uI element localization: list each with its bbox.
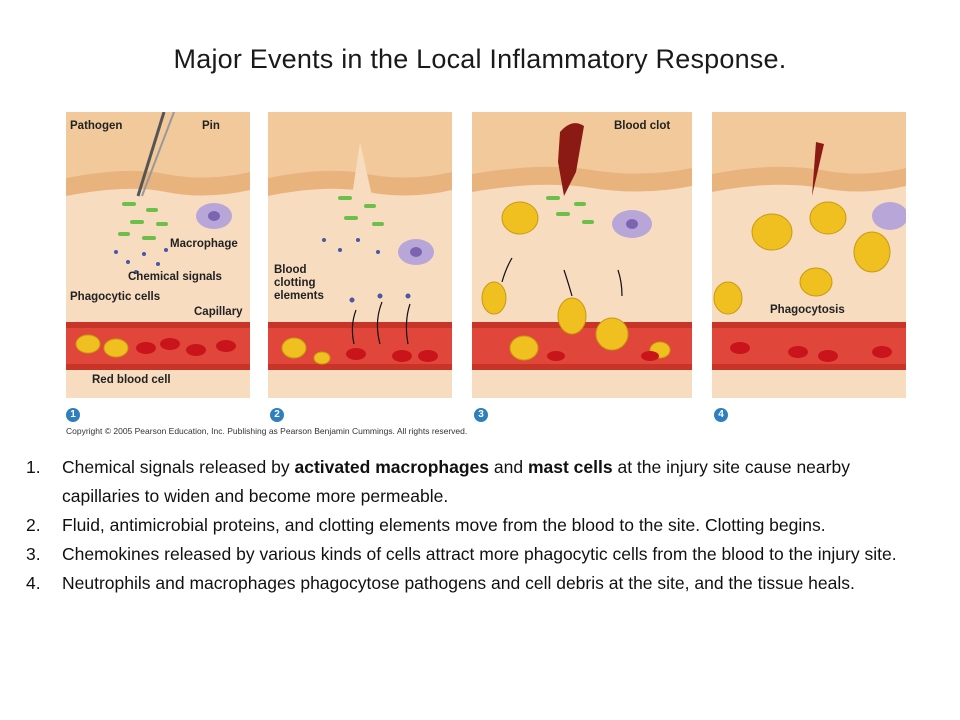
label-blood-clot: Blood clot: [614, 120, 671, 132]
panel-3-illustration: [472, 112, 692, 398]
step-number: 4.: [26, 573, 41, 593]
step-text: at the injury site cause nearby capillar…: [62, 457, 850, 506]
panel-2: [268, 112, 452, 398]
step-item: 3. Chemokines released by various kinds …: [26, 540, 926, 569]
step-text: and: [489, 457, 528, 477]
step-number: 3.: [26, 544, 41, 564]
label-capillary: Capillary: [194, 306, 243, 318]
steps-list: 1. Chemical signals released by activate…: [26, 453, 926, 598]
label-blood-clotting-elements: Blood clotting elements: [274, 264, 324, 302]
panel-4: [712, 112, 906, 398]
panel-1-number: 1: [66, 408, 80, 422]
slide-title: Major Events in the Local Inflammatory R…: [173, 44, 787, 74]
step-number: 1.: [26, 457, 41, 477]
panel-4-number: 4: [714, 408, 728, 422]
panel-2-illustration: [268, 112, 452, 398]
panel-3: [472, 112, 692, 398]
inflammation-figure: Pathogen Pin Macrophage Chemical signals…: [62, 108, 910, 440]
copyright-notice: Copyright © 2005 Pearson Education, Inc.…: [66, 426, 468, 436]
step-text-bold: activated macrophages: [294, 457, 490, 477]
label-pin: Pin: [202, 120, 220, 132]
panel-1-illustration: [66, 112, 250, 398]
panel-1: [66, 112, 250, 398]
step-text: Chemical signals released by: [62, 457, 295, 477]
label-chemical-signals: Chemical signals: [128, 271, 222, 283]
step-item: 1. Chemical signals released by activate…: [26, 453, 926, 511]
label-phagocytosis: Phagocytosis: [770, 304, 845, 316]
step-text: Fluid, antimicrobial proteins, and clott…: [62, 515, 826, 535]
step-number: 2.: [26, 515, 41, 535]
step-item: 4. Neutrophils and macrophages phagocyto…: [26, 569, 926, 598]
panel-4-illustration: [712, 112, 906, 398]
step-text: Neutrophils and macrophages phagocytose …: [62, 573, 855, 593]
step-text-bold: mast cells: [527, 457, 613, 477]
step-item: 2. Fluid, antimicrobial proteins, and cl…: [26, 511, 926, 540]
panel-3-number: 3: [474, 408, 488, 422]
step-text: Chemokines released by various kinds of …: [62, 544, 897, 564]
label-macrophage: Macrophage: [170, 238, 238, 250]
label-red-blood-cell: Red blood cell: [92, 374, 171, 386]
label-phagocytic-cells: Phagocytic cells: [70, 291, 161, 303]
panel-2-number: 2: [270, 408, 284, 422]
label-pathogen: Pathogen: [70, 120, 123, 132]
